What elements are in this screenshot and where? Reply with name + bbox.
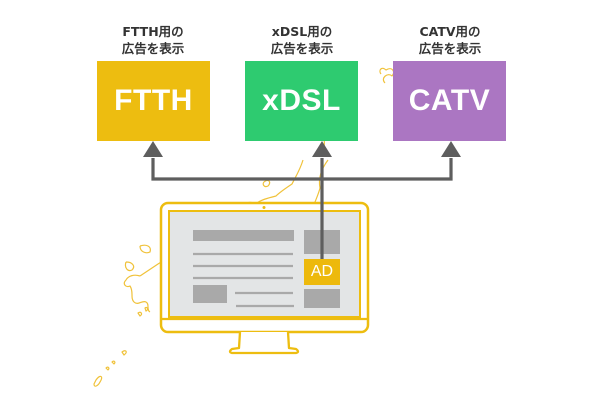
- caption-ftth-line2: 広告を表示: [121, 41, 185, 56]
- headline-block: [193, 230, 294, 241]
- caption-xdsl-line2: 広告を表示: [270, 41, 334, 56]
- side-block-bottom: [304, 289, 340, 308]
- monitor-stand: [228, 331, 300, 355]
- monitor-illustration: [159, 201, 370, 355]
- arrow-head-catv: [441, 141, 461, 157]
- caption-catv: CATV用の 広告を表示: [375, 23, 525, 57]
- caption-catv-line1: CATV用の: [419, 24, 481, 39]
- caption-ftth-line1: FTTH用の: [122, 24, 184, 39]
- arrow-head-ftth: [143, 141, 163, 157]
- xdsl-label: xDSL: [262, 84, 341, 117]
- arrow-head-xdsl: [312, 141, 332, 157]
- catv-box: CATV: [393, 61, 506, 141]
- caption-xdsl-line1: xDSL用の: [271, 24, 333, 39]
- image-block: [193, 285, 227, 303]
- caption-xdsl: xDSL用の 広告を表示: [227, 23, 377, 57]
- arrow-heads: [143, 141, 461, 157]
- ad-badge: AD: [304, 259, 340, 285]
- caption-catv-line2: 広告を表示: [418, 41, 482, 56]
- routing-arrows: [151, 158, 453, 260]
- ftth-box: FTTH: [97, 61, 210, 141]
- ftth-label: FTTH: [114, 84, 193, 117]
- caption-ftth: FTTH用の 広告を表示: [78, 23, 228, 57]
- ad-label: AD: [310, 263, 334, 280]
- catv-label: CATV: [408, 84, 491, 117]
- monitor-camera: [262, 206, 266, 209]
- xdsl-box: xDSL: [245, 61, 358, 141]
- arrow-connector: [151, 158, 453, 181]
